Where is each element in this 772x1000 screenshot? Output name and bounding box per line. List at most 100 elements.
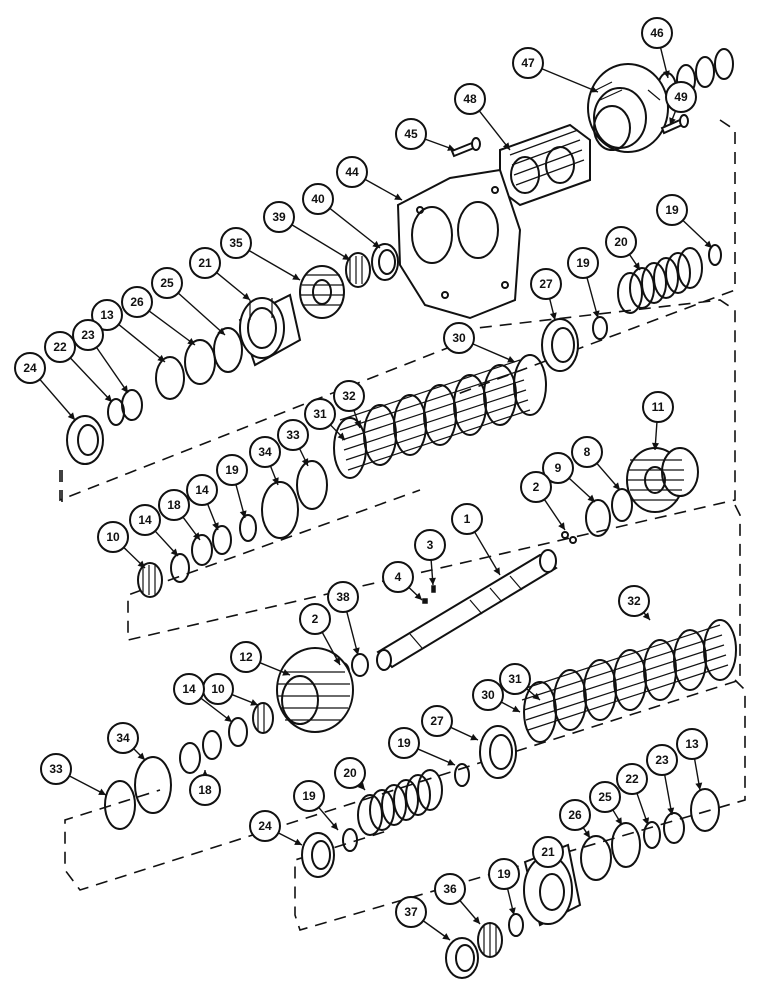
callout-30: 30 — [443, 322, 516, 363]
callout-label: 20 — [343, 766, 357, 780]
callout-label: 11 — [652, 400, 665, 414]
callout-label: 38 — [336, 590, 350, 604]
callout-arrowhead — [121, 385, 128, 393]
callout-leader — [329, 207, 381, 249]
callout-leader — [177, 292, 226, 336]
callout-arrowhead — [224, 714, 232, 722]
callout-11: 11 — [642, 391, 674, 451]
part-25-snap-lower — [611, 822, 641, 868]
part-18-bearing-lower — [179, 742, 201, 774]
callout-19: 19 — [488, 858, 520, 916]
callout-label: 20 — [614, 235, 628, 249]
part-1-shaft — [376, 549, 558, 671]
callout-label: 19 — [225, 463, 239, 477]
callout-circle — [605, 226, 637, 258]
callout-leader — [69, 357, 113, 403]
callout-circle — [230, 641, 262, 673]
callout-24: 24 — [249, 810, 303, 846]
part-4-key — [422, 598, 428, 604]
callout-circle — [293, 780, 325, 812]
callout-18: 18 — [158, 489, 201, 541]
callout-label: 31 — [508, 672, 522, 686]
callout-36: 36 — [434, 873, 481, 925]
callout-circle — [641, 17, 673, 49]
callout-label: 19 — [576, 256, 590, 270]
callout-leader — [472, 343, 516, 363]
callout-circle — [302, 183, 334, 215]
part-48-clutch-plates — [499, 123, 591, 207]
part-23-ring — [121, 389, 143, 421]
callout-label: 21 — [541, 845, 555, 859]
callout-leader — [474, 531, 501, 576]
callout-circle — [589, 781, 621, 813]
callout-arrowhead — [333, 657, 340, 665]
callout-circle — [530, 268, 562, 300]
callout-arrowhead — [642, 817, 650, 825]
callout-circle — [40, 753, 72, 785]
callout-circle — [129, 504, 161, 536]
callout-arrowhead — [294, 838, 302, 845]
callout-label: 39 — [272, 210, 286, 224]
callout-label: 26 — [130, 295, 144, 309]
callout-circle — [499, 663, 531, 695]
callout-label: 27 — [430, 714, 444, 728]
part-13-ring-lower — [690, 788, 720, 832]
callout-arrowhead — [472, 916, 480, 924]
callout-arrowhead — [612, 482, 620, 490]
group-boundary-lower — [64, 504, 746, 931]
callout-44: 44 — [336, 156, 403, 201]
callout-arrowhead — [342, 253, 350, 260]
callout-circle — [646, 744, 678, 776]
callout-leader — [364, 178, 403, 201]
callout-circle — [395, 118, 427, 150]
part-20-spring-upper — [617, 247, 703, 314]
callout-arrowhead — [549, 312, 557, 320]
callout-leader — [148, 310, 196, 346]
callout-21: 21 — [532, 836, 564, 868]
part-3-pin — [431, 585, 436, 593]
callout-46: 46 — [641, 17, 673, 79]
part-38-ring — [351, 653, 369, 677]
callout-label: 23 — [655, 753, 669, 767]
callout-14: 14 — [129, 504, 179, 557]
callout-label: 2 — [312, 612, 319, 626]
callout-circle — [97, 521, 129, 553]
part-11-gear — [626, 447, 699, 513]
callout-arrowhead — [470, 733, 478, 741]
callout-circle — [107, 722, 139, 754]
callout-circle — [642, 391, 674, 423]
callout-27: 27 — [530, 268, 562, 321]
callout-34: 34 — [107, 722, 146, 761]
part-14-washer-lower-a — [228, 717, 248, 747]
callout-arrowhead — [558, 522, 565, 530]
callout-leader — [216, 271, 251, 301]
callout-leader — [291, 224, 351, 261]
callout-8: 8 — [571, 436, 621, 491]
callout-47: 47 — [512, 47, 599, 93]
callout-31: 31 — [499, 663, 541, 701]
callout-arrowhead — [493, 567, 500, 575]
callout-circle — [616, 763, 648, 795]
callout-label: 10 — [211, 682, 225, 696]
callout-40: 40 — [302, 183, 381, 249]
callout-arrowhead — [137, 752, 145, 760]
callout-arrowhead — [157, 354, 165, 362]
part-14-washer-lower-b — [202, 730, 222, 760]
callout-arrowhead — [583, 830, 590, 838]
callout-arrowhead — [250, 699, 258, 706]
part-39-bearing — [345, 252, 371, 288]
callout-arrowhead — [394, 193, 402, 200]
part-30-32-clutch-discs-lower — [519, 619, 737, 743]
callout-circle — [567, 247, 599, 279]
part-44-plate — [396, 168, 522, 320]
callout-25: 25 — [151, 267, 226, 336]
callout-arrowhead — [512, 705, 520, 712]
callout-20: 20 — [334, 757, 366, 791]
callout-label: 25 — [598, 790, 612, 804]
callout-circle — [304, 398, 336, 430]
callout-26: 26 — [121, 286, 196, 346]
callout-9: 9 — [542, 452, 596, 503]
part-10-needle-bearing-lower — [252, 702, 274, 734]
callout-arrowhead — [67, 412, 75, 420]
callout-label: 45 — [404, 127, 418, 141]
